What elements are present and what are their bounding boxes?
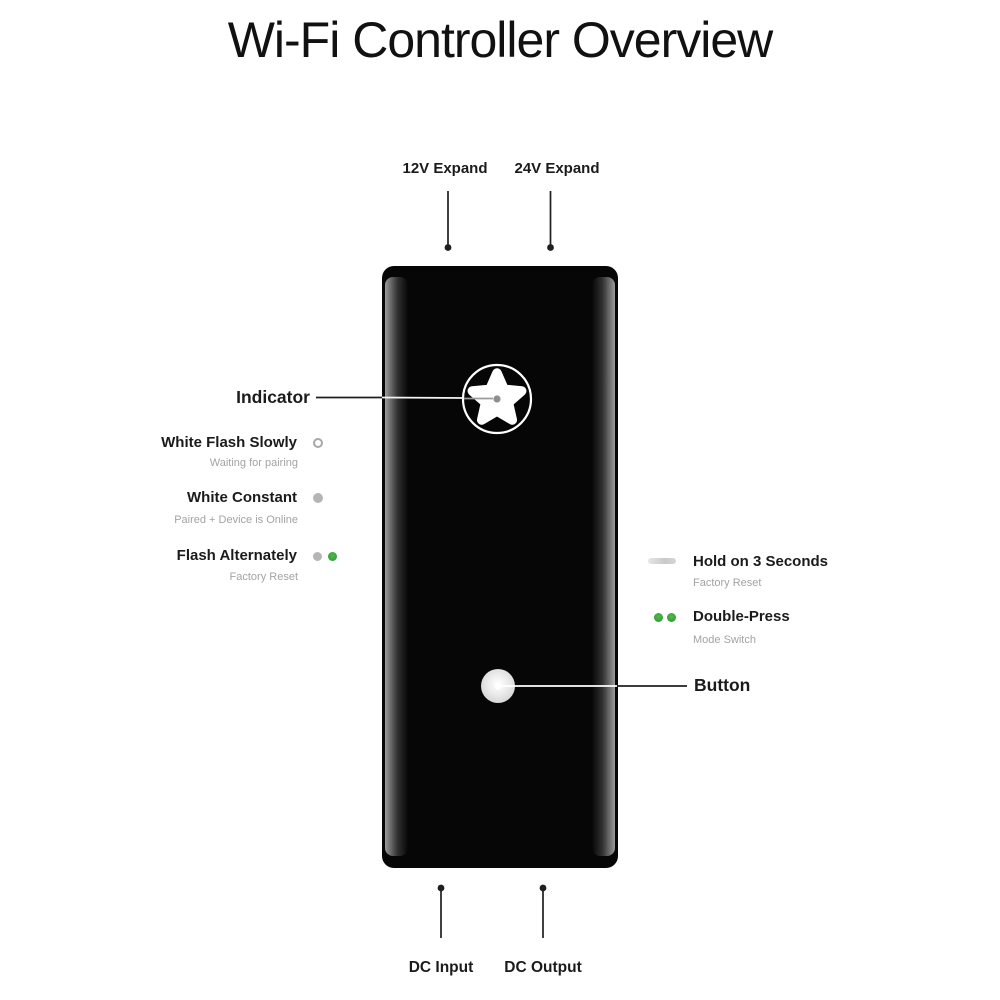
action-double-press-desc: Mode Switch xyxy=(693,634,756,646)
port-label-24v-expand: 24V Expand xyxy=(514,160,600,177)
state-flash-alternately-label: Flash Alternately xyxy=(176,547,297,564)
white-constant-led-icon xyxy=(313,493,323,503)
state-white-constant-label: White Constant xyxy=(187,489,297,506)
double-press-dot2-icon xyxy=(667,613,676,622)
device-right-groove xyxy=(592,277,615,856)
action-hold-label: Hold on 3 Seconds xyxy=(693,553,829,570)
leader-line-indicator-light xyxy=(381,396,465,399)
device-body xyxy=(382,266,618,868)
leader-dot-indicator xyxy=(493,395,501,403)
leader-dot-12v xyxy=(444,244,452,251)
white-flash-led-icon xyxy=(313,438,323,448)
port-label-dc-input: DC Input xyxy=(408,959,474,976)
state-white-constant-desc: Paired + Device is Online xyxy=(174,514,298,526)
hold-bar-icon xyxy=(648,558,676,564)
leader-dot-dc-output xyxy=(539,884,547,892)
flash-alternately-green-led-icon xyxy=(328,551,337,561)
diagram-title: Wi-Fi Controller Overview xyxy=(227,12,774,68)
device-left-groove xyxy=(385,277,408,856)
state-white-flash-slowly-desc: Waiting for pairing xyxy=(209,457,298,469)
indicator-label: Indicator xyxy=(236,387,310,407)
port-label-dc-output: DC Output xyxy=(504,959,582,976)
state-flash-alternately-desc: Factory Reset xyxy=(229,571,298,583)
leader-dot-dc-input xyxy=(437,884,445,892)
action-hold-desc: Factory Reset xyxy=(693,577,762,589)
leader-dot-button xyxy=(494,682,502,690)
port-label-12v-expand: 12V Expand xyxy=(402,160,488,177)
flash-alternately-gray-led-icon xyxy=(313,551,322,561)
button-label: Button xyxy=(694,675,751,695)
double-press-dot1-icon xyxy=(654,613,663,622)
action-double-press-label: Double-Press xyxy=(693,608,790,625)
indicator-ring xyxy=(461,363,533,435)
state-white-flash-slowly-label: White Flash Slowly xyxy=(161,434,297,451)
leader-dot-24v xyxy=(547,244,554,251)
